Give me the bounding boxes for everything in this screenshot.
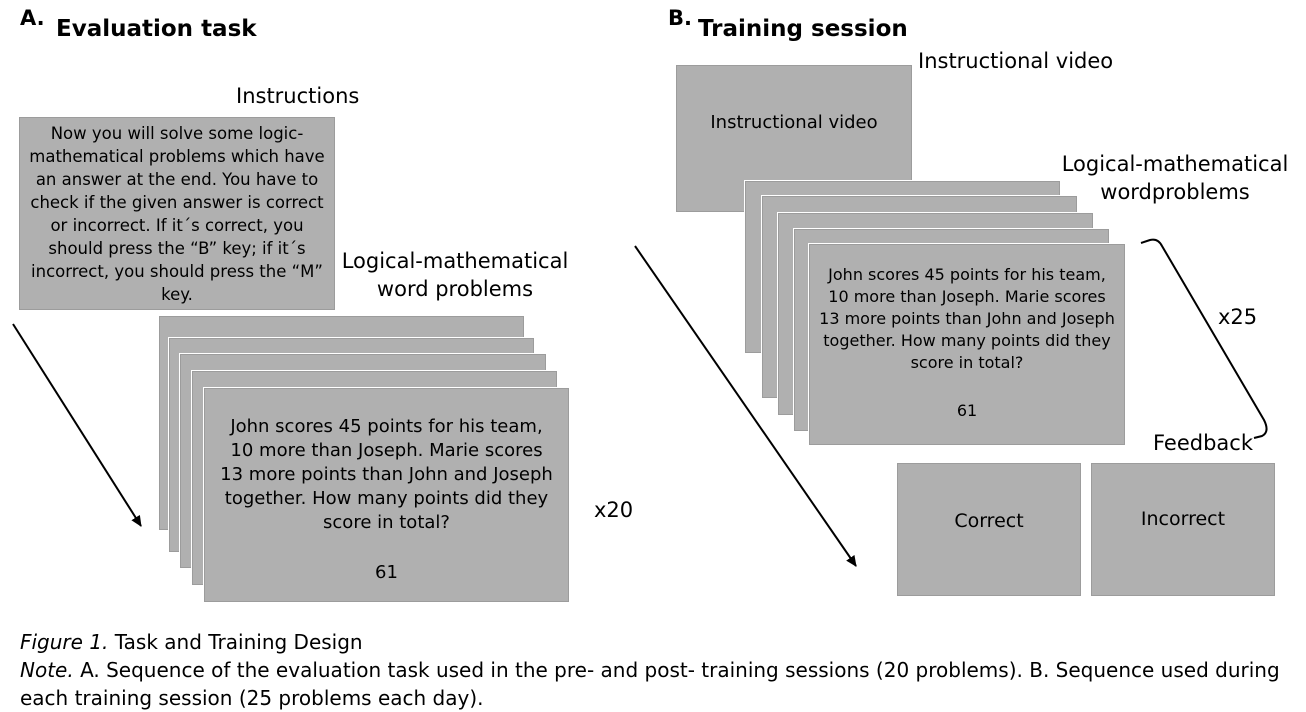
panel-b-letter: B.	[668, 6, 692, 30]
video-label: Instructional video	[918, 49, 1114, 73]
panel-b-problems-label-line2: wordproblems	[1100, 180, 1250, 204]
instructions-text: Now you will solve some logic-mathematic…	[29, 124, 325, 304]
problem-card-b-front: John scores 45 points for his team, 10 m…	[809, 244, 1125, 445]
feedback-incorrect-card: Incorrect	[1091, 463, 1275, 596]
feedback-correct-card: Correct	[897, 463, 1081, 596]
problem-b-text: John scores 45 points for his team, 10 m…	[819, 265, 1115, 372]
problem-card-front: John scores 45 points for his team, 10 m…	[204, 388, 569, 602]
repeat-count-a: x20	[594, 498, 634, 522]
note-label: Note.	[20, 658, 74, 682]
caption-title-line: Figure 1. Task and Training Design	[20, 628, 1295, 656]
caption-note-line: Note. A. Sequence of the evaluation task…	[20, 656, 1295, 712]
panel-a-problems-label: Logical-mathematical word problems	[340, 247, 570, 303]
panel-b-title: Training session	[698, 16, 908, 42]
panel-a-letter: A.	[20, 6, 45, 30]
panel-a-title: Evaluation task	[56, 16, 257, 42]
instructions-label: Instructions	[236, 84, 360, 108]
flow-arrow-a	[12, 323, 142, 527]
problem-text: John scores 45 points for his team, 10 m…	[220, 416, 553, 533]
instructions-card: Now you will solve some logic-mathematic…	[19, 117, 335, 310]
problem-b-answer: 61	[956, 401, 978, 420]
note-text: A. Sequence of the evaluation task used …	[20, 658, 1280, 710]
repeat-bracket-b	[1140, 238, 1268, 439]
repeat-count-b: x25	[1218, 305, 1258, 329]
panel-b-problems-label-line1: Logical-mathematical	[1061, 152, 1289, 176]
feedback-label: Feedback	[1153, 431, 1254, 455]
figure-caption: Figure 1. Task and Training Design Note.…	[20, 628, 1295, 712]
feedback-correct-text: Correct	[954, 510, 1024, 532]
feedback-incorrect-text: Incorrect	[1140, 508, 1226, 530]
video-card-text: Instructional video	[710, 112, 878, 133]
panel-a-problems-label-line2: word problems	[376, 277, 534, 301]
flow-arrow-b	[634, 245, 857, 567]
problem-answer: 61	[375, 562, 398, 583]
panel-b-problems-label: Logical-mathematical wordproblems	[1060, 150, 1290, 206]
figure-title: Task and Training Design	[114, 630, 363, 654]
figure-label: Figure 1.	[20, 630, 109, 654]
panel-a-problems-label-line1: Logical-mathematical	[341, 249, 569, 273]
